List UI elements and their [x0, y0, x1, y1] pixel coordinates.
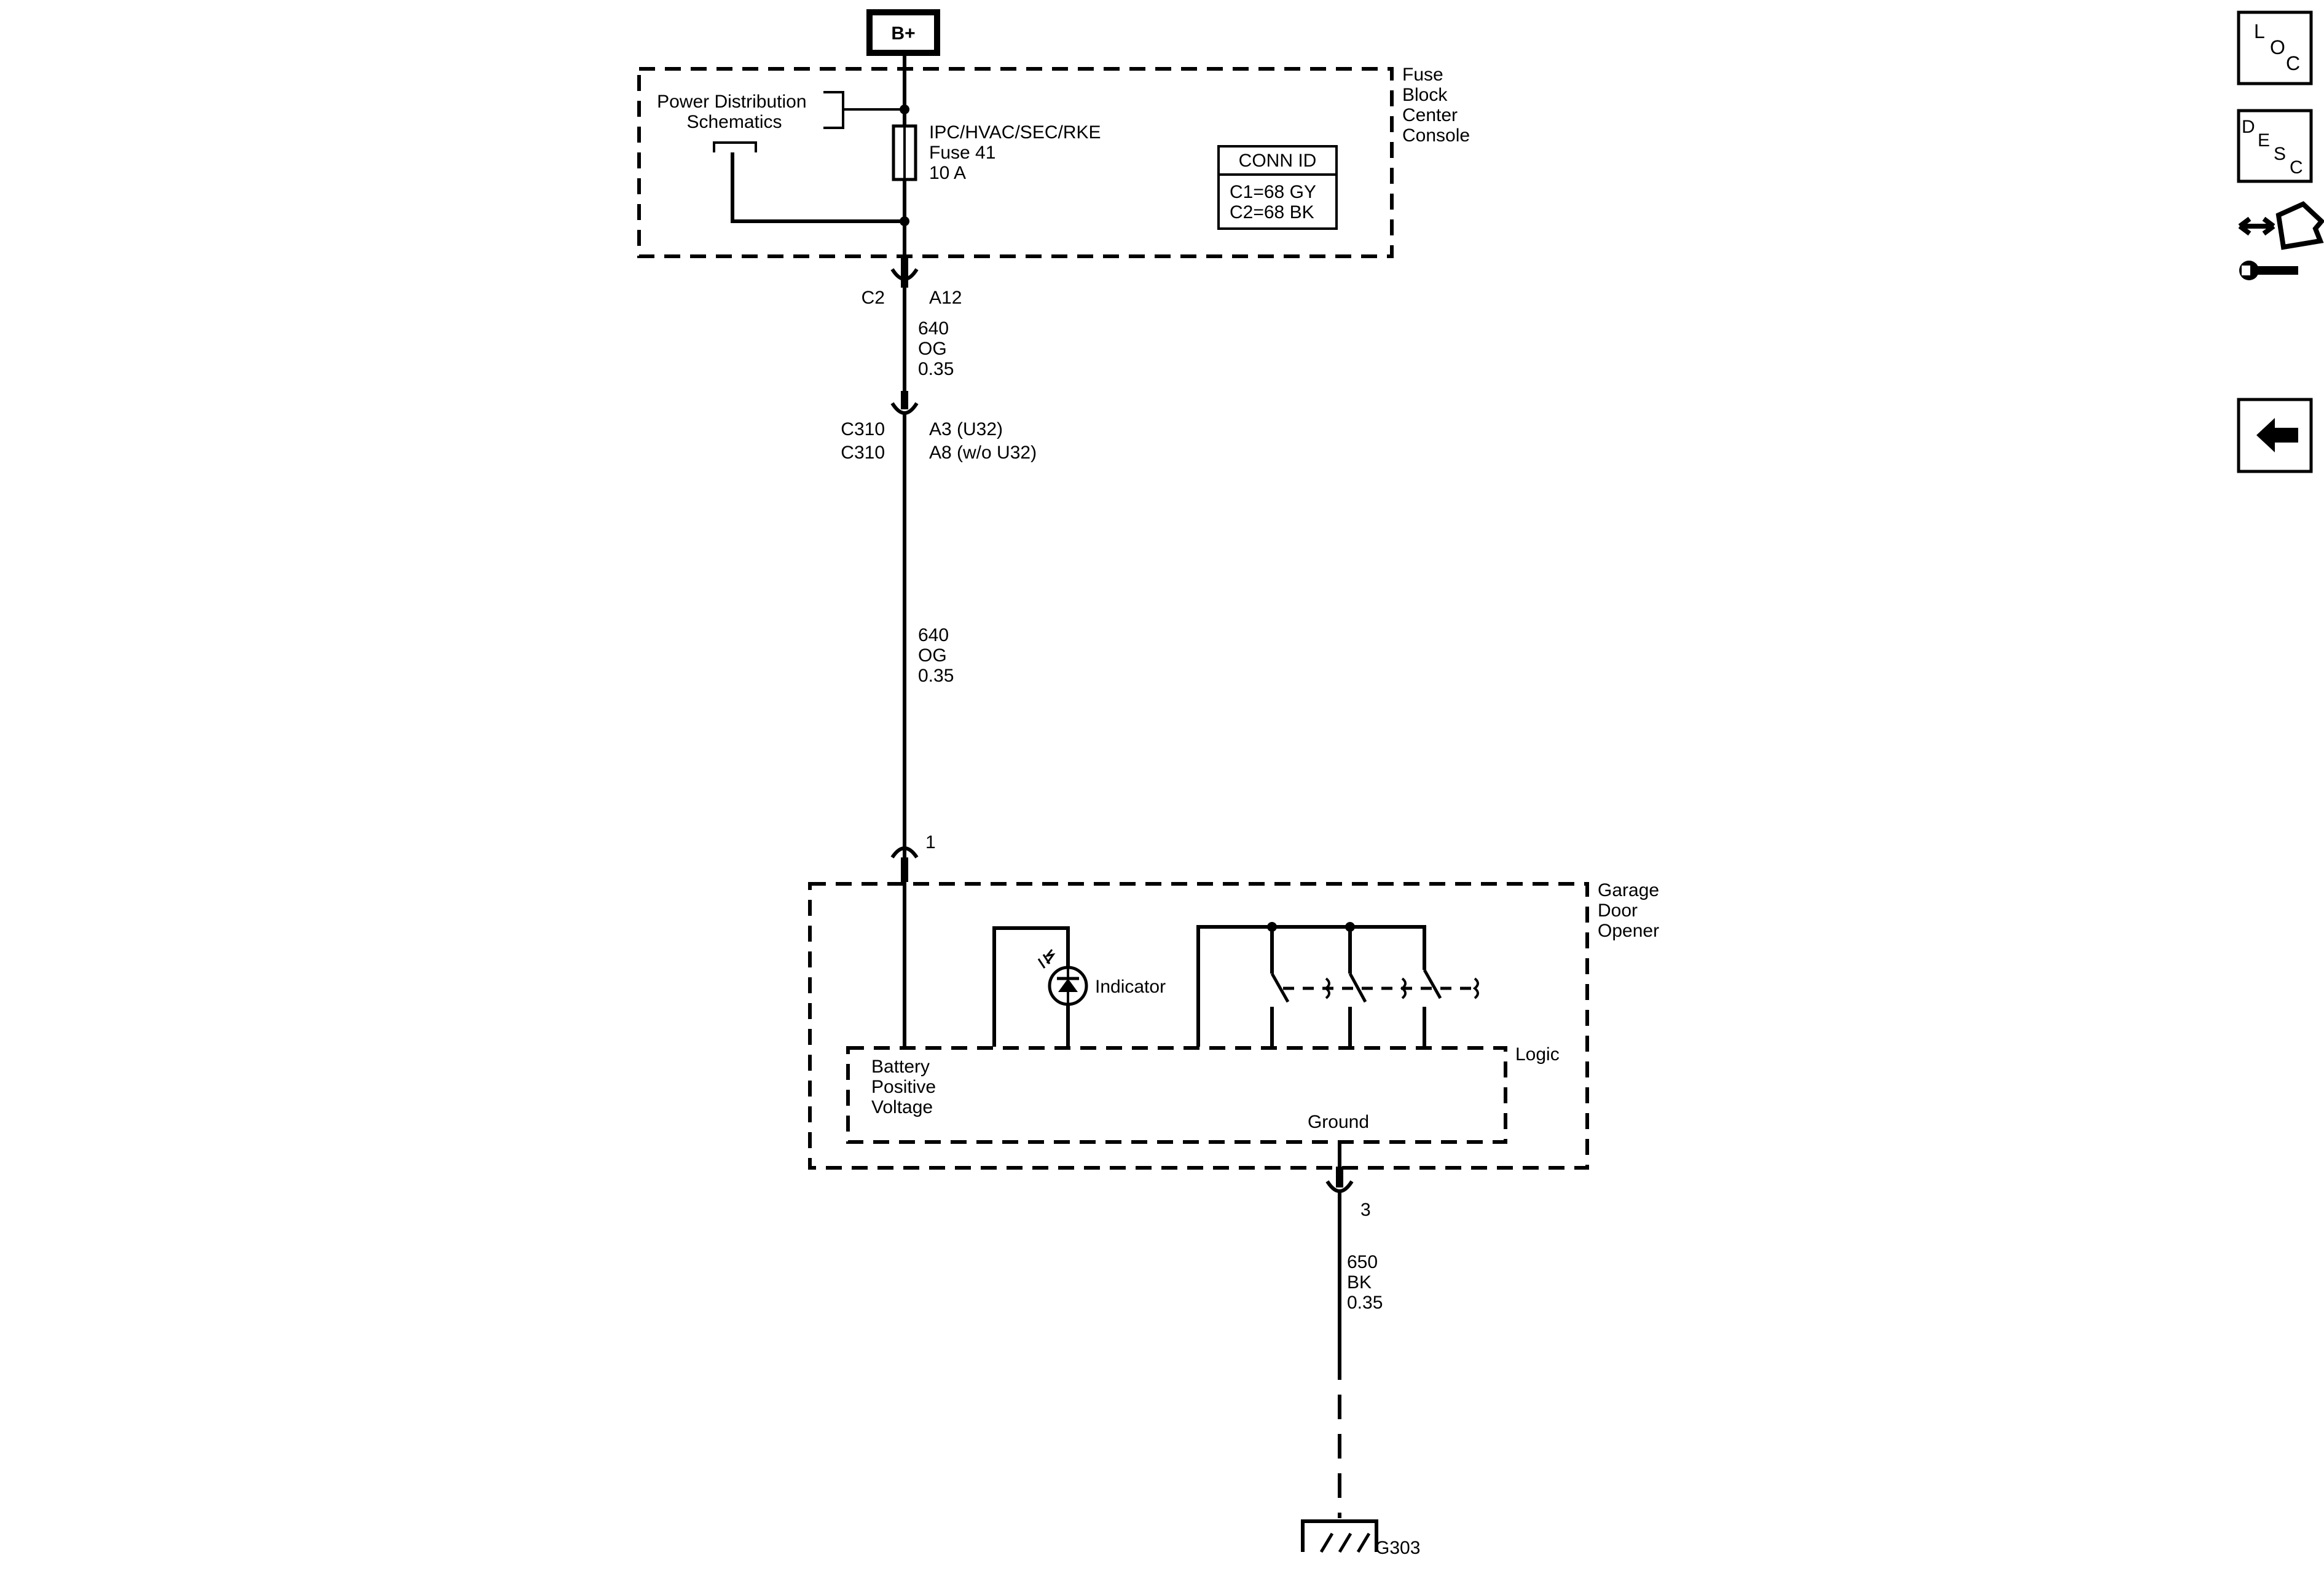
garage-door-opener-name: Garage Door Opener [1598, 880, 1664, 941]
connector-c310: C310 A3 (U32) C310 A8 (w/o U32) [841, 391, 1037, 463]
connector-c310-pin: A3 (U32) [929, 419, 1003, 439]
conn-id-title: CONN ID [1239, 151, 1317, 171]
connector-c2: C2 A12 [862, 257, 962, 308]
back-arrow-icon [2256, 418, 2298, 452]
svg-text:S: S [2274, 144, 2286, 164]
connector-wrench-icon[interactable] [2238, 201, 2324, 280]
conn-id-table: CONN ID C1=68 GY C2=68 BK [1217, 145, 1338, 230]
connector-c310-name: C310 [841, 419, 885, 439]
fuse-block-center-console: Fuse Block Center Console Power Distribu… [637, 53, 1470, 258]
wire-640-og-upper-label: 640 OG 0.35 [918, 318, 954, 379]
loc-button[interactable]: L O C [2237, 10, 2313, 85]
ground-g303-label: G303 [1375, 1538, 1420, 1558]
indicator-led [1037, 949, 1088, 1006]
connector-c310-name: C310 [841, 443, 885, 463]
pin-3-label: 3 [1360, 1200, 1371, 1220]
connector-c2-name: C2 [862, 288, 885, 308]
conn-id-row: C1=68 GY [1230, 182, 1316, 202]
svg-text:D: D [2242, 117, 2255, 137]
power-distribution-bracket [823, 91, 844, 129]
fuse-41-label: IPC/HVAC/SEC/RKE Fuse 41 10 A [929, 122, 1106, 183]
svg-text:C: C [2290, 157, 2303, 178]
garage-door-opener-module: Garage Door Opener Indicator [808, 880, 1664, 1170]
battery-positive-voltage-label: Battery Positive Voltage [871, 1057, 941, 1117]
logic-label: Logic [1515, 1044, 1560, 1065]
power-distribution-link[interactable]: Power Distribution Schematics [657, 92, 812, 132]
pin-1-label: 1 [925, 832, 936, 853]
svg-text:O: O [2270, 36, 2285, 58]
wire-640-og-lower-label: 640 OG 0.35 [918, 625, 954, 686]
wire-650-bk-label: 650 BK 0.35 [1347, 1252, 1383, 1313]
button-switch-bank [1196, 922, 1479, 1047]
svg-text:C: C [2286, 52, 2300, 74]
logic-block [846, 1046, 1507, 1144]
ground-label: Ground [1308, 1112, 1369, 1132]
b-plus-label: B+ [891, 23, 915, 44]
svg-text:L: L [2254, 20, 2265, 42]
garage-door-opener-pin-1: 1 [890, 832, 936, 882]
indicator-label: Indicator [1095, 977, 1166, 997]
connector-c310-pin: A8 (w/o U32) [929, 443, 1037, 463]
power-distribution-tab [713, 141, 757, 152]
desc-button[interactable]: D E S C [2237, 109, 2313, 183]
battery-positive-source: B+ [866, 9, 940, 56]
conn-id-row: C2=68 BK [1230, 202, 1314, 222]
fuse-block-name: Fuse Block Center Console [1402, 65, 1470, 146]
garage-door-opener-pin-3: 3 [1325, 1167, 1371, 1220]
svg-text:E: E [2258, 130, 2270, 151]
ground-g303: G303 [1301, 1519, 1420, 1558]
back-button[interactable] [2237, 398, 2313, 473]
connector-c2-pin: A12 [929, 288, 962, 308]
